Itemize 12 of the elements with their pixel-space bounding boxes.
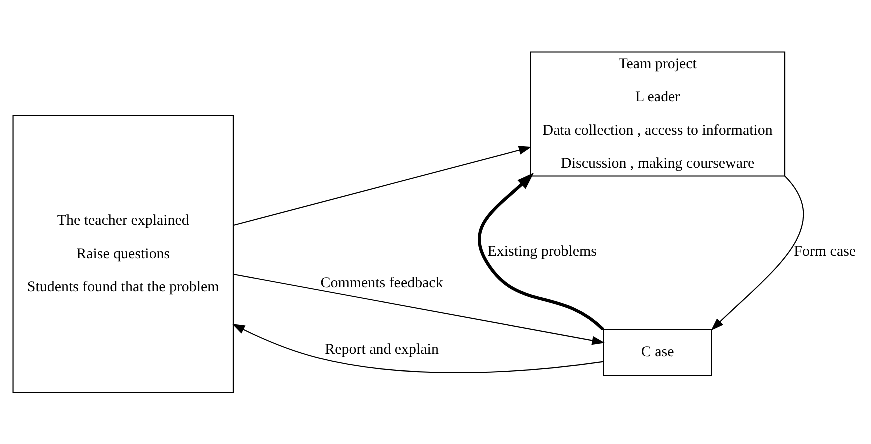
arrow [232, 324, 604, 373]
arrow [234, 146, 532, 226]
arrow [478, 172, 604, 330]
arrow [711, 175, 804, 330]
arrow [234, 273, 606, 345]
edge-label: Form case [794, 244, 856, 260]
node-box: Team project L eader Data collection , access to information Discussion , making courseware [530, 51, 786, 176]
node-box: C ase [603, 328, 712, 376]
edge-label: Report and explain [325, 341, 439, 358]
edge-label: Existing problems [488, 244, 598, 260]
edge-label: Comments feedback [320, 275, 444, 292]
node-box: The teacher explained Raise questions Students found that the problem [12, 114, 234, 393]
